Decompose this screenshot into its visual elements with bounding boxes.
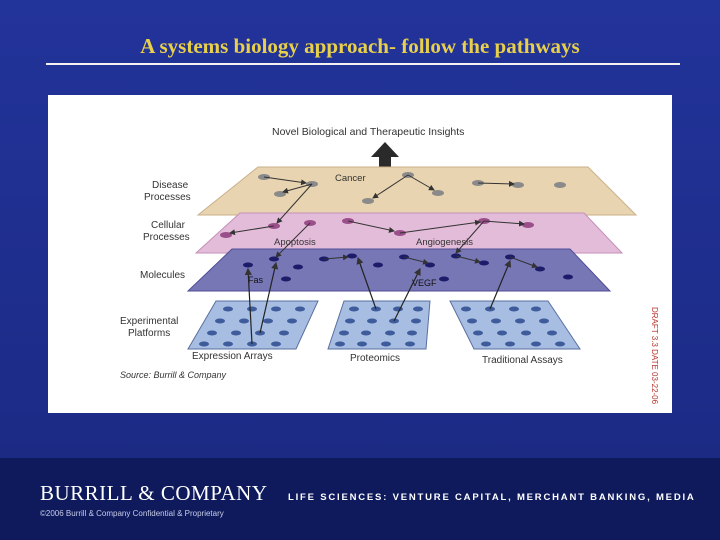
slide-title: A systems biology approach- follow the p… <box>0 34 720 59</box>
platform-label-proteomics: Proteomics <box>350 353 400 364</box>
cellular-layer <box>196 213 622 253</box>
top-insights-label: Novel Biological and Therapeutic Insight… <box>272 126 464 138</box>
platform-label-expression-arrays: Expression Arrays <box>192 351 273 362</box>
footer-tagline: LIFE SCIENCES: VENTURE CAPITAL, MERCHANT… <box>288 492 696 503</box>
up-arrow-icon <box>371 142 399 169</box>
pathway-figure: Novel Biological and Therapeutic Insight… <box>48 95 672 413</box>
source-note: Source: Burrill & Company <box>120 370 227 380</box>
platform-label-traditional-assays: Traditional Assays <box>482 355 563 366</box>
node-label-fas: Fas <box>248 275 264 285</box>
layer-label-molecules: Molecules <box>140 270 185 281</box>
node-label-cancer: Cancer <box>335 173 366 184</box>
pathway-diagram: Novel Biological and Therapeutic Insight… <box>48 95 672 413</box>
node-label-vegf: VEGF <box>412 278 437 288</box>
company-logo: BURRILL & COMPANY <box>40 481 267 506</box>
draft-stamp: DRAFT 3.3 DATE 03-22-06 <box>650 307 659 405</box>
footer-copyright: ©2006 Burrill & Company Confidential & P… <box>40 509 224 518</box>
title-divider <box>46 63 680 65</box>
